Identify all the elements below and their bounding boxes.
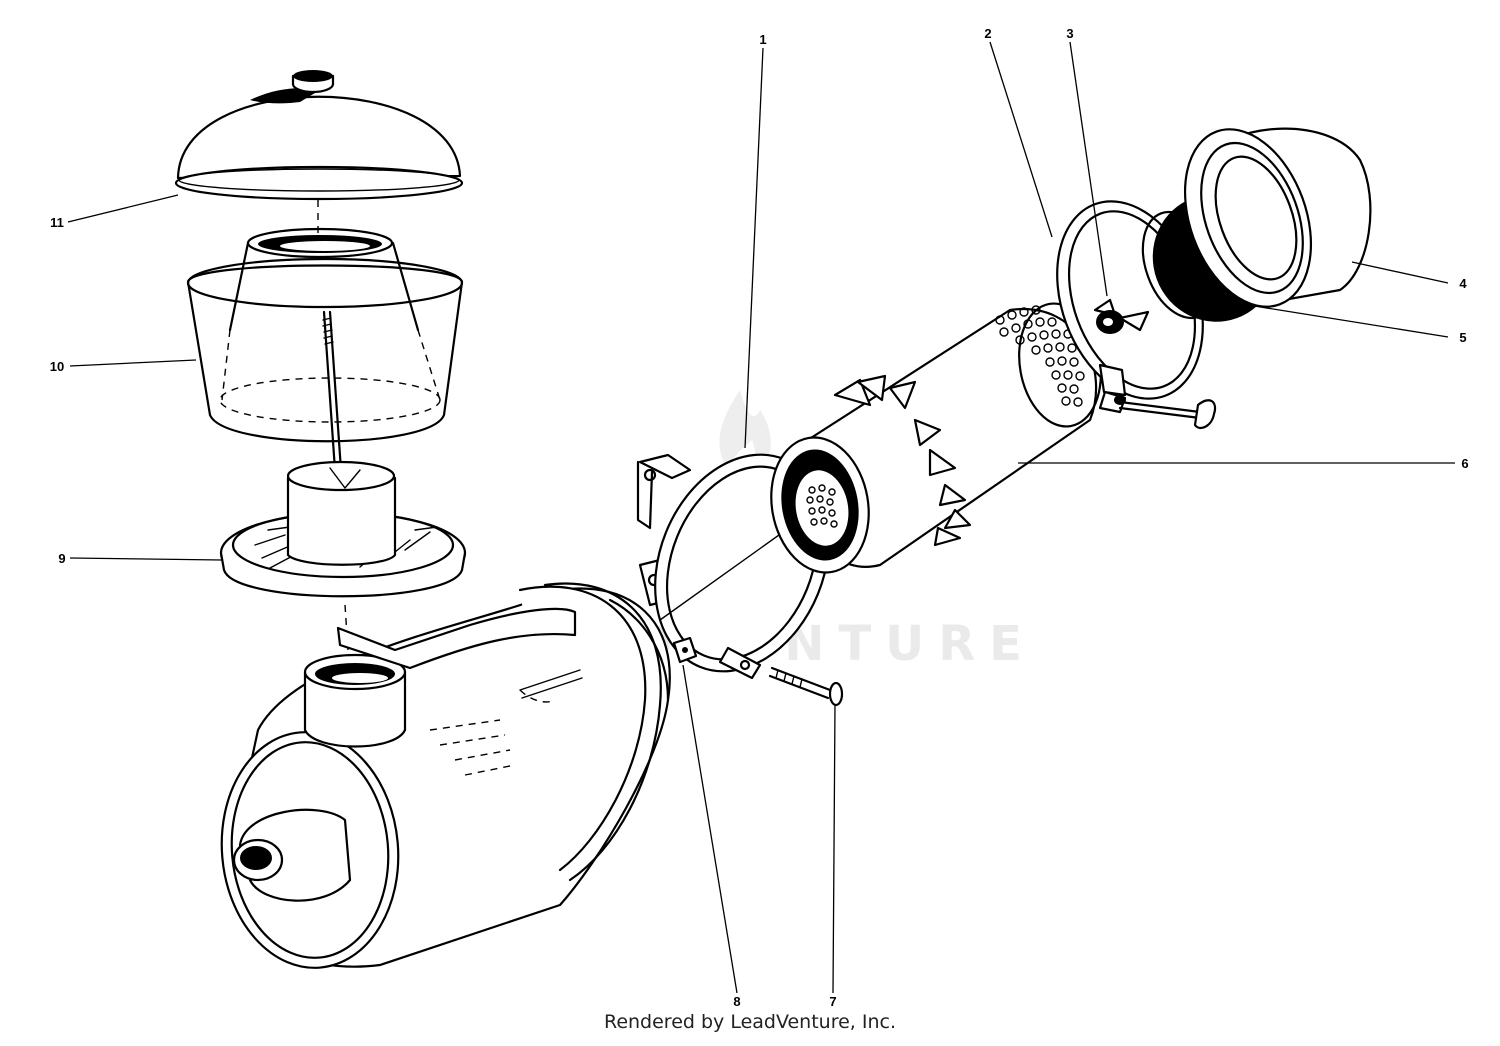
part-7-bolt	[768, 666, 844, 707]
footer-credit: Rendered by LeadVenture, Inc.	[603, 1011, 897, 1033]
part-main-housing	[220, 582, 671, 969]
leader-lines	[67, 41, 1455, 994]
callout-2: 2	[984, 26, 991, 41]
part-3-wing-nut	[1093, 298, 1150, 334]
callout-8: 8	[733, 994, 740, 1009]
callout-7: 7	[829, 994, 836, 1009]
part-10-bowl	[186, 200, 464, 443]
callout-10: 10	[50, 359, 64, 374]
callout-11: 11	[50, 215, 64, 230]
part-4-end-cap	[1183, 127, 1372, 308]
callout-9: 9	[58, 551, 65, 566]
callout-4: 4	[1459, 276, 1467, 291]
callout-5: 5	[1459, 330, 1466, 345]
part-8-nut	[672, 636, 698, 664]
callout-labels: 11 10 9 1 2 3 4 5 6 7 8	[50, 26, 1469, 1009]
callout-1: 1	[759, 32, 766, 47]
part-11-cover	[174, 70, 464, 201]
callout-6: 6	[1461, 456, 1468, 471]
part-9-base	[219, 310, 467, 651]
part-6-filter-element	[770, 302, 1102, 574]
callout-3: 3	[1066, 26, 1073, 41]
